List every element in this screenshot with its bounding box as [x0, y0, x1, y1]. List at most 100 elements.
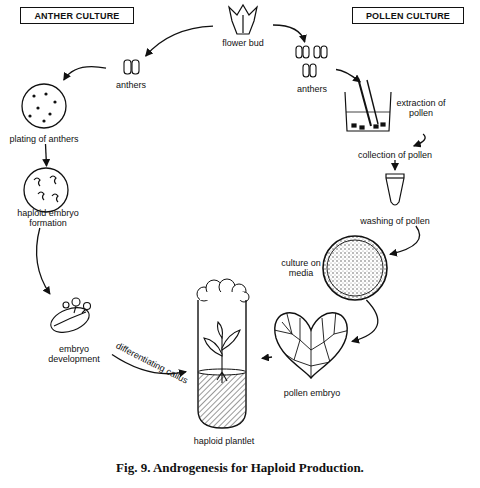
- anther-dot: [36, 106, 39, 109]
- step-label: flower bud: [213, 38, 273, 48]
- stage-node: embryo development: [36, 294, 112, 364]
- culture-plate: [323, 236, 387, 300]
- embryo-mark: [52, 194, 58, 202]
- flow-arrow: [394, 160, 395, 170]
- culture-tube-drawing: [196, 279, 249, 430]
- tube: [386, 174, 404, 205]
- label-group: culture on media: [280, 258, 322, 278]
- cell-wall: [276, 346, 348, 366]
- stage-node: flower bud: [213, 2, 273, 48]
- glass-rod: [367, 80, 378, 124]
- flow-arrow: [37, 228, 50, 294]
- stage-node: plating of anthers: [8, 80, 80, 144]
- step-label: anthers: [106, 80, 156, 90]
- anther-dot: [32, 94, 35, 97]
- cell-wall: [274, 330, 350, 350]
- label-group: haploid plantlet: [186, 436, 262, 446]
- flow-arrow: [414, 134, 425, 146]
- pollen-embryo-drawing: [274, 310, 350, 380]
- plantlet: [204, 322, 240, 383]
- label-group: flower bud: [213, 38, 273, 48]
- anther-lobe: [321, 46, 327, 58]
- anther-piece: [374, 125, 378, 128]
- plant-leaf: [218, 322, 223, 338]
- beaker-drawing: [345, 78, 391, 131]
- anther-pair-left: [124, 60, 139, 74]
- stage-node: collection of pollen: [350, 146, 440, 160]
- stage-node: washing of pollen: [350, 170, 440, 226]
- flow-arrow: [262, 357, 272, 358]
- petri-dish-anthers: [22, 84, 66, 128]
- label-group: anthers: [288, 84, 336, 94]
- cell-wall: [282, 318, 324, 350]
- flow-arrow: [336, 70, 360, 83]
- embryo-stalk: [82, 309, 86, 313]
- stage-node: anthers: [106, 56, 156, 90]
- anther-dot: [42, 119, 45, 122]
- petal-line: [242, 15, 243, 33]
- anther-body: [47, 303, 92, 337]
- glass-rod: [358, 78, 371, 126]
- step-label: haploid plantlet: [186, 436, 262, 446]
- figure-caption: Fig. 9. Androgenesis for Haploid Product…: [0, 460, 480, 476]
- emerging-embryo: [63, 302, 69, 308]
- petri-dish: [24, 168, 68, 212]
- step-label: embryo development: [36, 344, 112, 364]
- culture-medium: [196, 370, 248, 430]
- culture-dish-rim: [327, 240, 383, 296]
- edge-label: differentiating callus: [114, 340, 189, 385]
- plug-fill: [200, 292, 244, 300]
- label-group: embryo development: [36, 344, 112, 364]
- anther-split: [54, 312, 86, 326]
- anther-dot: [53, 100, 56, 103]
- label-group: plating of anthers: [8, 134, 80, 144]
- stage-node: haploid embryo formation: [0, 166, 96, 228]
- anther-lobe: [303, 64, 309, 77]
- petri-dish-embryos: [24, 168, 68, 212]
- culture-type-box: POLLEN CULTURE: [352, 7, 464, 24]
- anther-piece: [381, 123, 385, 126]
- label-group: haploid embryo formation: [0, 208, 96, 228]
- centrifuge-tube: [386, 174, 404, 205]
- embryo-mark: [50, 176, 56, 184]
- stage-node: extraction of pollen: [340, 82, 446, 134]
- anther-lobe: [314, 46, 320, 58]
- flow-arrow: [64, 67, 106, 80]
- anther-lobe: [124, 60, 131, 74]
- flow-arrow: [146, 26, 213, 56]
- label-group: pollen embryo: [272, 388, 352, 398]
- anther-dot: [44, 92, 47, 95]
- embryo-development-drawing: [47, 298, 92, 337]
- anther-lobe: [132, 60, 139, 74]
- flow-arrow: [352, 300, 378, 341]
- section-heading: POLLEN CULTURE: [366, 11, 450, 21]
- step-label: pollen embryo: [272, 388, 352, 398]
- label-group: POLLEN CULTURE: [366, 11, 450, 21]
- step-label: plating of anthers: [8, 134, 80, 144]
- anther-piece: [360, 126, 364, 129]
- anther-lobe: [303, 46, 309, 58]
- plant-root: [217, 372, 227, 383]
- embryo-cells: [274, 310, 350, 380]
- anther-dot: [28, 114, 31, 117]
- embryo-mark: [34, 178, 40, 186]
- stage-node: haploid plantlet: [186, 280, 262, 446]
- flower-bud-drawing: [229, 5, 257, 34]
- anther-pairs-right: [296, 46, 327, 77]
- label-group: ANTHER CULTURE: [34, 11, 119, 21]
- anther-dot: [48, 112, 51, 115]
- label-group: collection of pollen: [350, 150, 440, 160]
- flow-arrow: [390, 226, 420, 254]
- culture-type-box: ANTHER CULTURE: [20, 7, 134, 24]
- cotton-plug: [197, 279, 249, 302]
- label-group: washing of pollen: [350, 216, 440, 226]
- stage-node: culture on media: [280, 234, 390, 300]
- label-group: anthers: [106, 80, 156, 90]
- stage-node: anthers: [288, 42, 336, 94]
- step-label: culture on media: [280, 258, 322, 278]
- step-label: extraction of pollen: [396, 98, 446, 118]
- section-heading: ANTHER CULTURE: [34, 11, 119, 21]
